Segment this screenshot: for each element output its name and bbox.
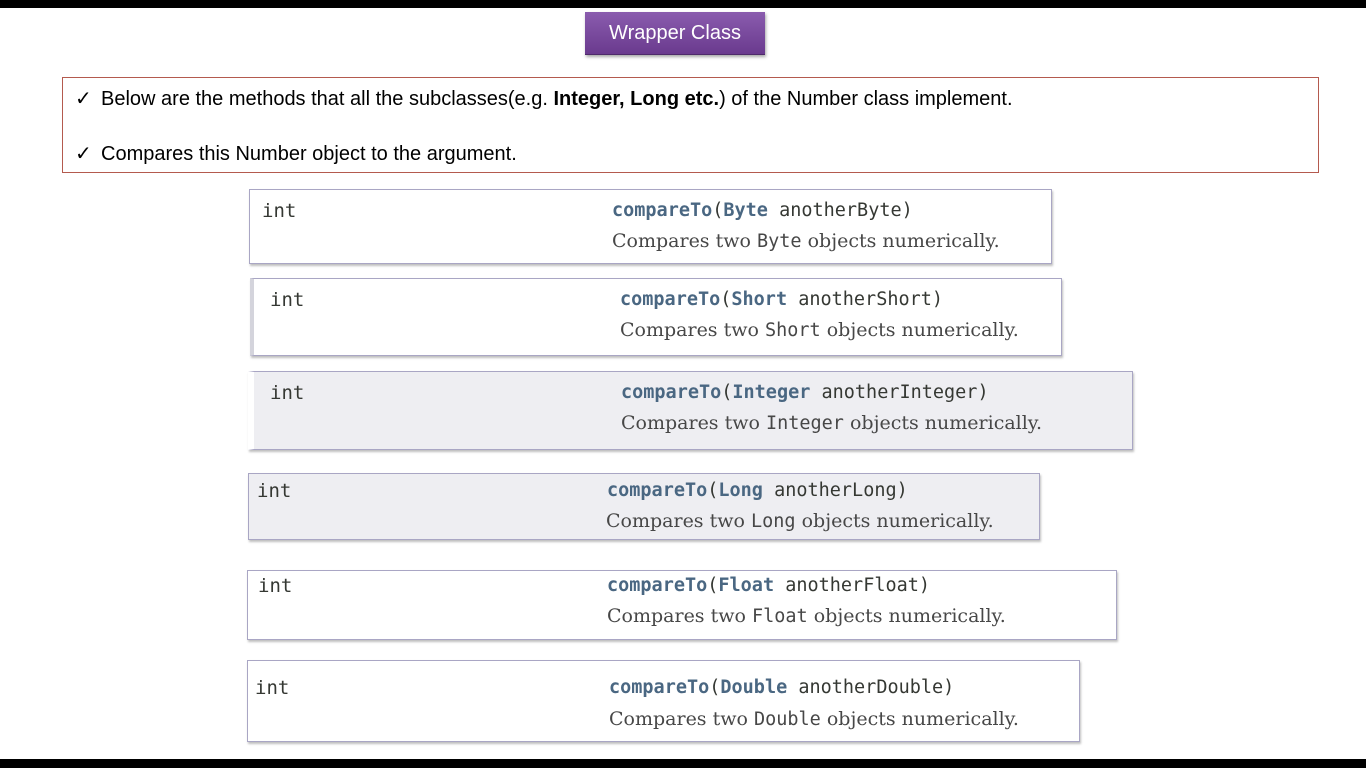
intro-line-2: ✓ Compares this Number object to the argu… bbox=[75, 141, 517, 166]
param-name: anotherFloat bbox=[785, 575, 919, 596]
method-signature: compareTo(Byte anotherByte) bbox=[612, 200, 913, 221]
return-type: int bbox=[255, 677, 290, 699]
method-name-link[interactable]: compareTo bbox=[607, 575, 708, 596]
method-description: Compares two Short objects numerically. bbox=[620, 319, 1019, 341]
top-bar bbox=[0, 0, 1366, 8]
desc-prefix: Compares two bbox=[620, 319, 765, 341]
intro-line-1: ✓ Below are the methods that all the subc… bbox=[75, 86, 1013, 111]
method-description: Compares two Float objects numerically. bbox=[607, 605, 1006, 627]
desc-suffix: objects numerically. bbox=[820, 708, 1019, 730]
desc-type: Byte bbox=[756, 231, 802, 252]
intro-line-1-bold: Integer, Long etc. bbox=[553, 88, 720, 110]
intro-box: ✓ Below are the methods that all the subc… bbox=[62, 77, 1319, 173]
intro-line-1-prefix: Below are the methods that all the subcl… bbox=[101, 88, 554, 110]
param-type-link[interactable]: Double bbox=[720, 677, 788, 698]
method-name-link[interactable]: compareTo bbox=[620, 289, 721, 310]
param-name: anotherInteger bbox=[821, 382, 978, 403]
param-type-link[interactable]: Byte bbox=[723, 200, 768, 221]
return-type: int bbox=[270, 382, 305, 404]
param-name: anotherDouble bbox=[798, 677, 944, 698]
check-icon: ✓ bbox=[75, 88, 92, 110]
desc-type: Double bbox=[753, 709, 821, 730]
desc-type: Integer bbox=[765, 413, 844, 434]
method-row-double: int compareTo(Double anotherDouble) Comp… bbox=[247, 660, 1080, 742]
method-row-float: int compareTo(Float anotherFloat) Compar… bbox=[247, 570, 1117, 640]
desc-type: Short bbox=[764, 320, 821, 341]
return-type: int bbox=[258, 575, 293, 597]
method-signature: compareTo(Double anotherDouble) bbox=[609, 677, 955, 698]
slide-title: Wrapper Class bbox=[585, 12, 765, 55]
param-name: anotherLong bbox=[774, 480, 897, 501]
method-signature: compareTo(Integer anotherInteger) bbox=[621, 382, 989, 403]
method-description: Compares two Long objects numerically. bbox=[606, 510, 994, 532]
method-signature: compareTo(Short anotherShort) bbox=[620, 289, 944, 310]
slide-title-text: Wrapper Class bbox=[609, 21, 741, 44]
desc-suffix: objects numerically. bbox=[820, 319, 1019, 341]
desc-suffix: objects numerically. bbox=[843, 412, 1043, 434]
method-signature: compareTo(Float anotherFloat) bbox=[607, 575, 931, 596]
method-description: Compares two Integer objects numerically… bbox=[621, 412, 1042, 434]
method-name-link[interactable]: compareTo bbox=[609, 677, 710, 698]
return-type: int bbox=[270, 289, 305, 311]
desc-prefix: Compares two bbox=[606, 510, 751, 532]
desc-type: Long bbox=[750, 511, 796, 532]
bottom-bar bbox=[0, 759, 1366, 768]
check-icon: ✓ bbox=[75, 143, 92, 165]
param-type-link[interactable]: Long bbox=[718, 480, 763, 501]
desc-prefix: Compares two bbox=[609, 708, 754, 730]
method-signature: compareTo(Long anotherLong) bbox=[607, 480, 908, 501]
method-name-link[interactable]: compareTo bbox=[607, 480, 708, 501]
method-description: Compares two Byte objects numerically. bbox=[612, 230, 1000, 252]
method-row-integer: int compareTo(Integer anotherInteger) Co… bbox=[248, 371, 1133, 450]
param-name: anotherShort bbox=[798, 289, 932, 310]
method-name-link[interactable]: compareTo bbox=[621, 382, 722, 403]
desc-suffix: objects numerically. bbox=[807, 605, 1006, 627]
return-type: int bbox=[262, 200, 297, 222]
method-row-byte: int compareTo(Byte anotherByte) Compares… bbox=[249, 189, 1052, 264]
method-description: Compares two Double objects numerically. bbox=[609, 708, 1019, 730]
param-type-link[interactable]: Short bbox=[731, 289, 788, 310]
desc-type: Float bbox=[751, 606, 808, 627]
param-type-link[interactable]: Float bbox=[718, 575, 775, 596]
return-type: int bbox=[257, 480, 292, 502]
intro-line-2-text: Compares this Number object to the argum… bbox=[101, 143, 517, 165]
desc-prefix: Compares two bbox=[607, 605, 752, 627]
param-name: anotherByte bbox=[779, 200, 902, 221]
desc-prefix: Compares two bbox=[612, 230, 757, 252]
desc-suffix: objects numerically. bbox=[801, 230, 1000, 252]
desc-suffix: objects numerically. bbox=[795, 510, 994, 532]
intro-line-1-suffix: ) of the Number class implement. bbox=[719, 88, 1013, 110]
method-row-long: int compareTo(Long anotherLong) Compares… bbox=[248, 473, 1040, 540]
param-type-link[interactable]: Integer bbox=[732, 382, 811, 403]
method-row-short: int compareTo(Short anotherShort) Compar… bbox=[250, 278, 1062, 356]
desc-prefix: Compares two bbox=[621, 412, 766, 434]
method-name-link[interactable]: compareTo bbox=[612, 200, 713, 221]
